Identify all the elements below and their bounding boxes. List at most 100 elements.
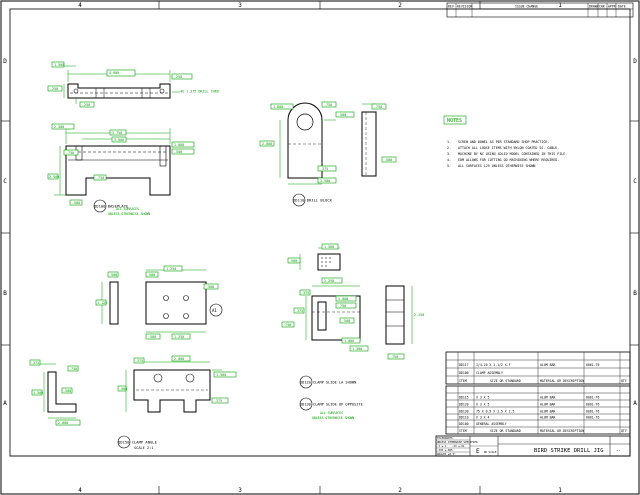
dim-ca2-5: .375 [214, 399, 222, 403]
dim-cs-11: 1.500 [352, 347, 362, 351]
dim-bp-front-foot: .500 [72, 201, 80, 205]
bom-lower: DD115 X 3 X 5 ALUM BAR 6061-T6 DD120 X 3… [445, 385, 631, 435]
bom-upper-r1-item: DD117 [459, 363, 469, 367]
bom-lower-r4-mat: ALUM BAR [540, 416, 555, 420]
dim-pl-6: .500 [148, 335, 156, 339]
tol-line-4: .XXX ±.005 [437, 448, 453, 452]
dim-db-radius: .750 [324, 103, 332, 107]
bom-lower-r2-size: X 3 X 5 [476, 403, 490, 407]
bom-upper-r1-mat: ALUM BAR [540, 363, 555, 367]
dim-ca2-3: 1.500 [216, 373, 226, 377]
rev-header-date: DATE [618, 5, 626, 9]
bom-lower-r2-item: DD120 [459, 403, 469, 407]
bom-lower-r5-size: GENERAL ASSEMBLY [476, 422, 507, 426]
rev-header-chk: CHK [599, 5, 605, 9]
dim-cs-3: 2.250 [324, 279, 334, 283]
sheet-number: -- [616, 448, 621, 453]
bom-lower-footer-qty: QTY [621, 429, 627, 433]
bom-lower-r3-mat: ALUM BAR [540, 410, 555, 414]
baseplate-top-view: 4.000 1.500 .250 .250 .250 4X 1.375 DRIL… [47, 61, 219, 108]
clamp-angle-view: .375 .750 .500 1.500 2.000 DD150 CLAMP A… [29, 355, 237, 450]
rev-header-revision: REVISION [457, 5, 472, 9]
bom-upper-footer-item: ITEM [459, 379, 467, 383]
rev-header-change: ISSUE CHANGE [515, 5, 538, 9]
dim-db-hole: .500 [338, 113, 346, 117]
bom-upper-r2-size: CLAMP ASSEMBLY [476, 371, 503, 375]
dim-ca-5: 2.000 [58, 421, 68, 425]
bom-lower-footer-item: ITEM [459, 429, 467, 433]
bom-upper-r1-desc: 6061-T6 [586, 363, 600, 367]
zone-right-b: B [633, 290, 637, 297]
dim-pl-1: .500 [109, 273, 117, 277]
dim-pl-4: .500 [206, 285, 214, 289]
inner-border [9, 8, 631, 457]
note-5-text: ALL SURFACES 125 UNLESS OTHERWISE SHOWN [458, 164, 535, 168]
dim-ca2-1: .375 [135, 359, 143, 363]
bom-lower-r1-desc: 6061-T6 [586, 396, 600, 400]
zone-left-a: A [3, 400, 7, 407]
bom-lower-footer-mat: MATERIAL OR DESCRIPTION [540, 429, 584, 433]
zone-top-2: 2 [398, 2, 402, 9]
bom-lower-r2-mat: ALUM BAR [540, 403, 555, 407]
note-5-num: 5. [447, 164, 451, 168]
zone-top-1: 1 [558, 2, 562, 9]
dim-db-top: 1.800 [273, 105, 283, 109]
dim-cs-8: .375 [295, 309, 303, 313]
baseplate-surface-note: ALL SURFACES [116, 207, 139, 211]
view-title-baseplate: DD100 BASEPLATE [94, 204, 129, 209]
zone-bottom-4: 4 [78, 487, 82, 494]
drill-block-view: 1.800 .750 .500 2.000 .375 1.500 .750 .5… [259, 101, 397, 207]
tol-line-1: UNLESS OTHERWISE SPECIFIED [437, 440, 478, 444]
tol-line-3: .XX ±.01 [452, 444, 465, 448]
dim-ca2-2: 2.000 [174, 357, 184, 361]
note-3-num: 3. [447, 152, 451, 156]
dim-db-bot1: .375 [320, 167, 328, 171]
dim-bp-top-height: .250 [50, 87, 58, 91]
tol-line-5: ANGLES ±0.5° [437, 452, 456, 456]
dim-bp-front-left: .750 [66, 151, 74, 155]
dim-cs-side: 2.250 [414, 313, 424, 317]
dim-db-bot2: 1.500 [320, 179, 330, 183]
zone-top-3: 3 [238, 2, 242, 9]
drawing-scale: NO SCALE [484, 450, 497, 454]
rev-header-rev: REV [448, 5, 454, 9]
bom-upper-footer-size: SIZE OR STANDARD [490, 379, 521, 383]
bom-upper-footer-qty: QTY [621, 379, 627, 383]
dim-cs-2: .500 [289, 259, 297, 263]
tol-line-2: .X ±.1 [437, 444, 447, 448]
dim-ca-2: .750 [69, 367, 77, 371]
dim-pl-2: .500 [147, 273, 155, 277]
view-title-clamp-slide-la: DD120 CLAMP SLIDE LA SHOWN [300, 381, 356, 385]
bom-upper-r1-size: 1/4-20 X 1-1/2 X.F [476, 363, 511, 367]
bom-upper-footer-mat: MATERIAL OR DESCRIPTION [540, 379, 584, 383]
dim-cs-1: 1.500 [324, 245, 334, 249]
dim-bp-front-topleft: 2.500 [54, 125, 64, 129]
dim-pl-5: 1.125 [97, 301, 107, 305]
dim-bp-front-height: 2.500 [49, 175, 59, 179]
zone-right-c: C [633, 178, 637, 185]
note-1-num: 1. [447, 140, 451, 144]
zone-right-d: D [633, 58, 637, 65]
drawing-title: BIRD STRIKE DRILL JIG [534, 448, 604, 454]
bom-lower-footer-size: SIZE OR STANDARD [490, 429, 521, 433]
rev-header-drawn: DRAWN [589, 5, 599, 9]
dim-ca2-4: .500 [119, 387, 127, 391]
clamp-angle-scale: SCALE 2:1 [134, 446, 153, 450]
dim-cs-4: .375 [301, 291, 309, 295]
tol-header: TOLERANCES [437, 436, 453, 440]
note-3-text: MACHINE BY NC USING SOLID MODEL CONTAINE… [458, 152, 567, 156]
clamp-slide-surface-note2: UNLESS OTHERWISE SHOWN [312, 416, 354, 420]
dim-cs-10: 1.000 [344, 339, 354, 343]
clamp-slide-view: 1.500 .500 2.250 .375 1.000 .750 .750 .3… [281, 243, 424, 420]
zone-top-4: 4 [78, 2, 82, 9]
dim-bp-top-right: .250 [174, 75, 182, 79]
dim-cs-5: 1.000 [338, 297, 348, 301]
revision-block: REV REVISION ISSUE CHANGE DRAWN CHK APPR… [446, 2, 634, 18]
note-4-num: 4. [447, 158, 451, 162]
dim-ca-4: 1.500 [33, 391, 43, 395]
view-title-clamp-angle: DD150 CLAMP ANGLE [118, 440, 158, 445]
clamp-slide-surface-note: ALL SURFACES [320, 411, 343, 415]
rev-header-appr: APPR [608, 5, 616, 9]
